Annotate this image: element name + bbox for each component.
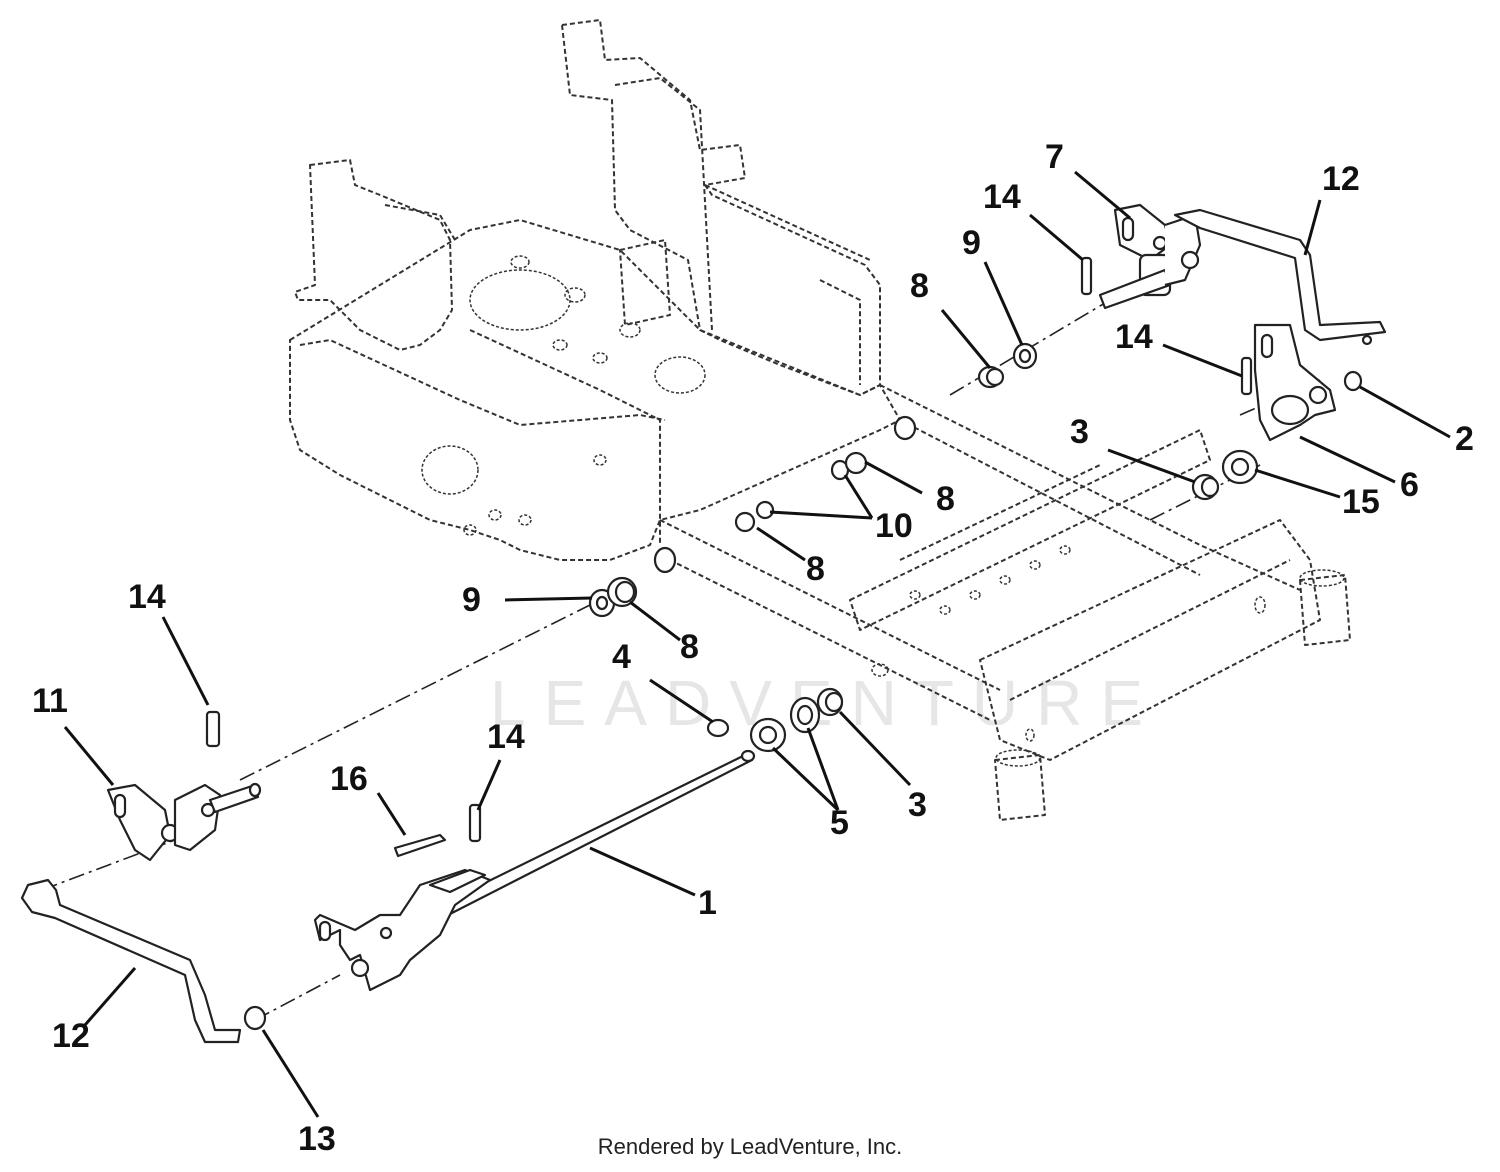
callout-labels: 7 14 12 9 8 14 2 3 6 15 8 10 8 14 9 8 4 …: [32, 138, 1474, 1158]
callout-12: 12: [52, 1017, 90, 1055]
part-10-bushing-b: [734, 511, 756, 533]
callout-3: 3: [908, 786, 927, 824]
parts: [20, 203, 1387, 1044]
callout-8: 8: [806, 550, 825, 588]
callout-14: 14: [983, 178, 1021, 216]
callout-9: 9: [962, 224, 981, 262]
callout-14: 14: [128, 578, 166, 616]
callout-15: 15: [1342, 483, 1380, 521]
callout-5: 5: [830, 804, 849, 842]
leader-lines: [63, 170, 1451, 1118]
callout-7: 7: [1045, 138, 1064, 176]
part-1-pedal-bracket: [313, 868, 492, 992]
callout-16: 16: [330, 760, 368, 798]
callout-11: 11: [32, 682, 68, 720]
watermark-text: LEADVENTURE: [490, 667, 1161, 739]
part-14-pin-c: [205, 710, 221, 748]
callout-2: 2: [1455, 420, 1474, 458]
part-12-rod-left: [20, 878, 242, 1044]
part-2-ring: [1343, 370, 1363, 392]
callout-8: 8: [936, 480, 955, 518]
part-4-plug: [706, 718, 730, 738]
part-14-pin-d: [468, 803, 482, 843]
callout-8: 8: [910, 267, 929, 305]
callout-10: 10: [875, 507, 913, 545]
callout-12: 12: [1322, 160, 1360, 198]
callout-1: 1: [698, 884, 717, 922]
callout-14: 14: [487, 718, 525, 756]
tractor-frame: [289, 19, 1351, 821]
callout-3: 3: [1070, 413, 1089, 451]
footer-credit: Rendered by LeadVenture, Inc.: [597, 1134, 903, 1159]
callout-6: 6: [1400, 466, 1419, 504]
part-16-key: [393, 833, 447, 858]
callout-8: 8: [680, 628, 699, 666]
callout-13: 13: [298, 1120, 336, 1158]
part-14-pin-a: [1080, 256, 1093, 296]
callout-14: 14: [1115, 318, 1153, 356]
part-14-pin-b: [1240, 356, 1253, 396]
part-13-ring: [243, 1005, 267, 1031]
callout-4: 4: [612, 638, 631, 676]
callout-9: 9: [462, 581, 481, 619]
